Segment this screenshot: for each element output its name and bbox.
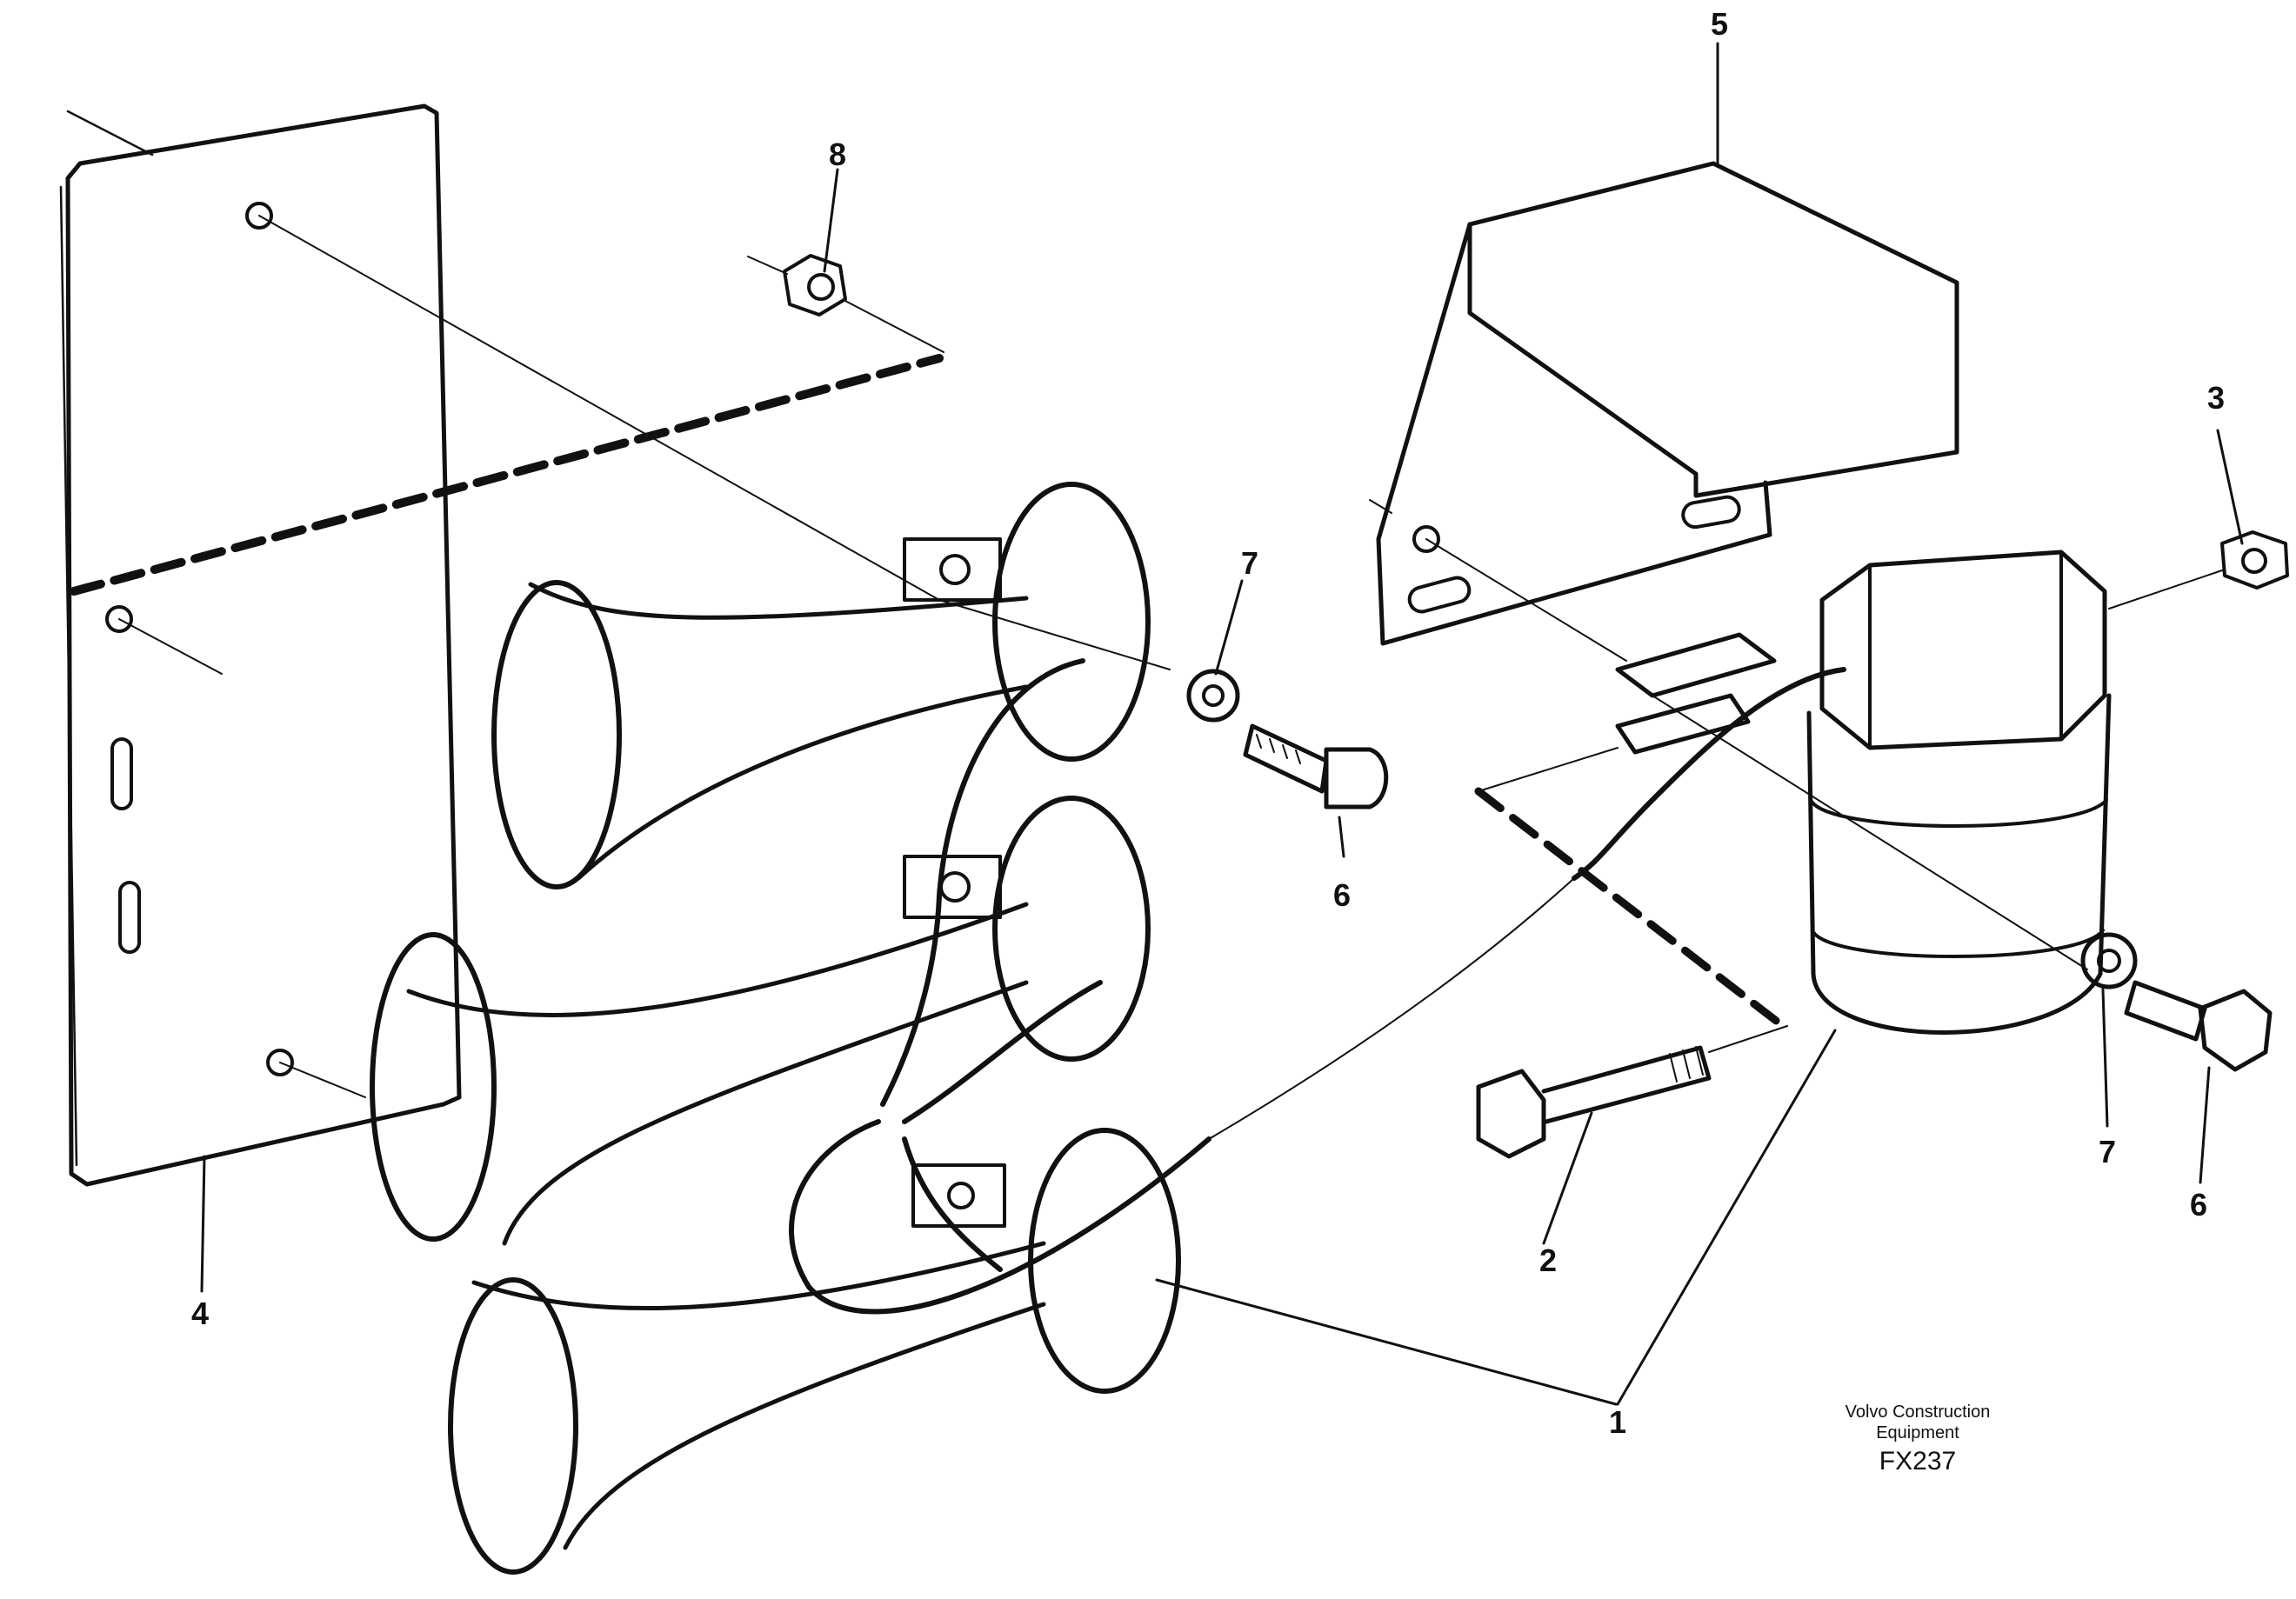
- callout-7-left: 7: [1241, 545, 1258, 581]
- callout-8: 8: [829, 137, 846, 172]
- credit-line-1: Volvo Construction: [1845, 1402, 1991, 1422]
- callout-7-right: 7: [2099, 1134, 2116, 1169]
- callout-4: 4: [191, 1296, 209, 1331]
- nut-part-3: [2108, 530, 2289, 610]
- callout-3: 3: [2207, 380, 2225, 416]
- credit-line-2: Equipment: [1876, 1423, 1959, 1442]
- washer-bolt-right: [2080, 932, 2273, 1072]
- callout-6-left: 6: [1333, 877, 1351, 913]
- washer-bolt-left: [1186, 669, 1389, 809]
- leader-lines: [200, 42, 2244, 1406]
- bracket: [1369, 161, 1959, 662]
- mounting-plate: [59, 103, 944, 1187]
- compressor-unit: [1208, 550, 2112, 1140]
- callout-1: 1: [1609, 1404, 1626, 1440]
- horn-assembly: [370, 482, 1211, 1575]
- callout-5: 5: [1711, 6, 1728, 42]
- nut-part-8: [747, 254, 944, 353]
- bolt-part-2: [1476, 1045, 1712, 1159]
- callout-6-right: 6: [2190, 1187, 2207, 1223]
- callout-2: 2: [1539, 1243, 1557, 1278]
- figure-code: FX237: [1879, 1447, 1956, 1476]
